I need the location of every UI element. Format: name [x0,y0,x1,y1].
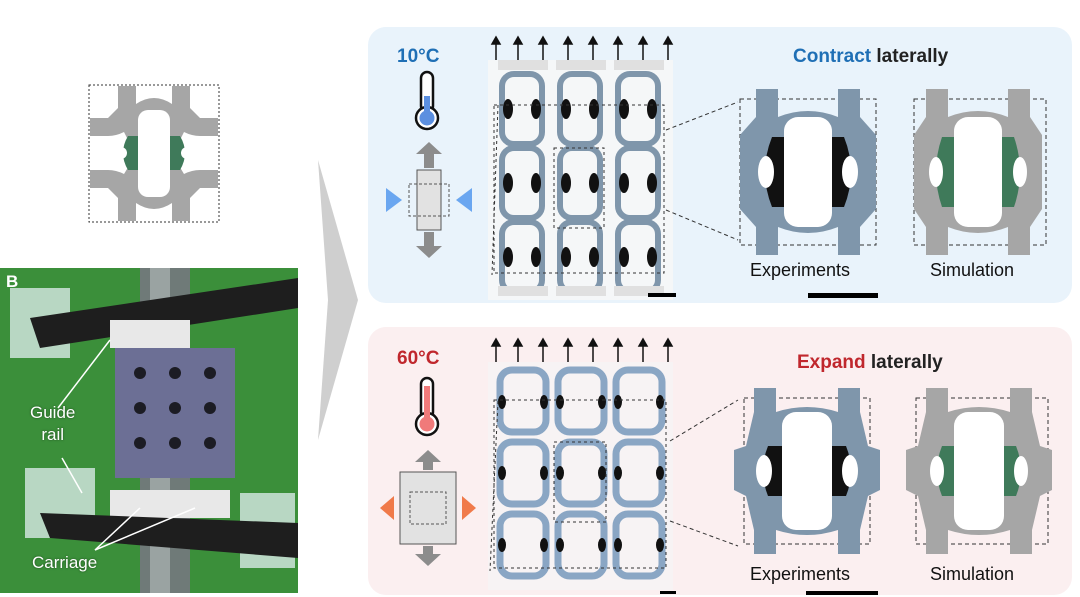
unit-cell-schematic [88,84,220,223]
hot-experiment-cell-image [734,388,880,554]
carriage-callout: Carriage [32,553,98,572]
cold-temperature: 10°C [397,46,440,67]
thermometer-hot-icon [414,376,440,437]
hot-heading-emphasis: Expand [797,352,866,373]
hot-tension-arrows [490,337,674,362]
hot-lattice-scalebar [660,591,676,594]
cold-deformation-glyph [386,142,472,258]
transition-arrow-icon [318,160,358,440]
cold-simulation-cell-image [913,89,1047,255]
cold-lattice-image [488,60,673,300]
panel-b-label: B [6,272,19,291]
cold-zoom-lines [491,101,739,276]
hot-caption-experiments: Experiments [750,564,851,584]
cold-heading: Contract laterally [793,46,948,68]
test-rig-illustration [0,268,298,593]
hot-temperature: 60°C [397,348,440,369]
guide-rail-line1: Guide [30,403,76,422]
hot-heading-rest: laterally [865,352,943,373]
cold-lattice-scalebar [648,293,676,297]
guide-rail-line2: rail [41,425,65,444]
guide-rail-callout: Guide rail [30,402,75,446]
cold-caption-simulation: Simulation [930,260,1015,280]
thermometer-cold-icon [414,70,440,131]
test-rig-photo [0,268,298,593]
cold-caption-experiments: Experiments [750,260,851,280]
hot-caption-simulation: Simulation [930,564,1015,584]
hot-simulation-cell-image [906,388,1052,554]
cold-cell-scalebar [808,293,878,298]
hot-lattice-image [488,362,673,590]
cold-experiment-cell-image [739,89,877,255]
hot-deformation-glyph [380,450,476,566]
hot-heading: Expand laterally [797,352,943,374]
cold-heading-rest: laterally [871,46,949,67]
cold-tension-arrows [490,35,674,60]
hot-zoom-lines [489,399,739,572]
hot-cell-scalebar [806,591,878,595]
cold-heading-emphasis: Contract [793,46,872,67]
